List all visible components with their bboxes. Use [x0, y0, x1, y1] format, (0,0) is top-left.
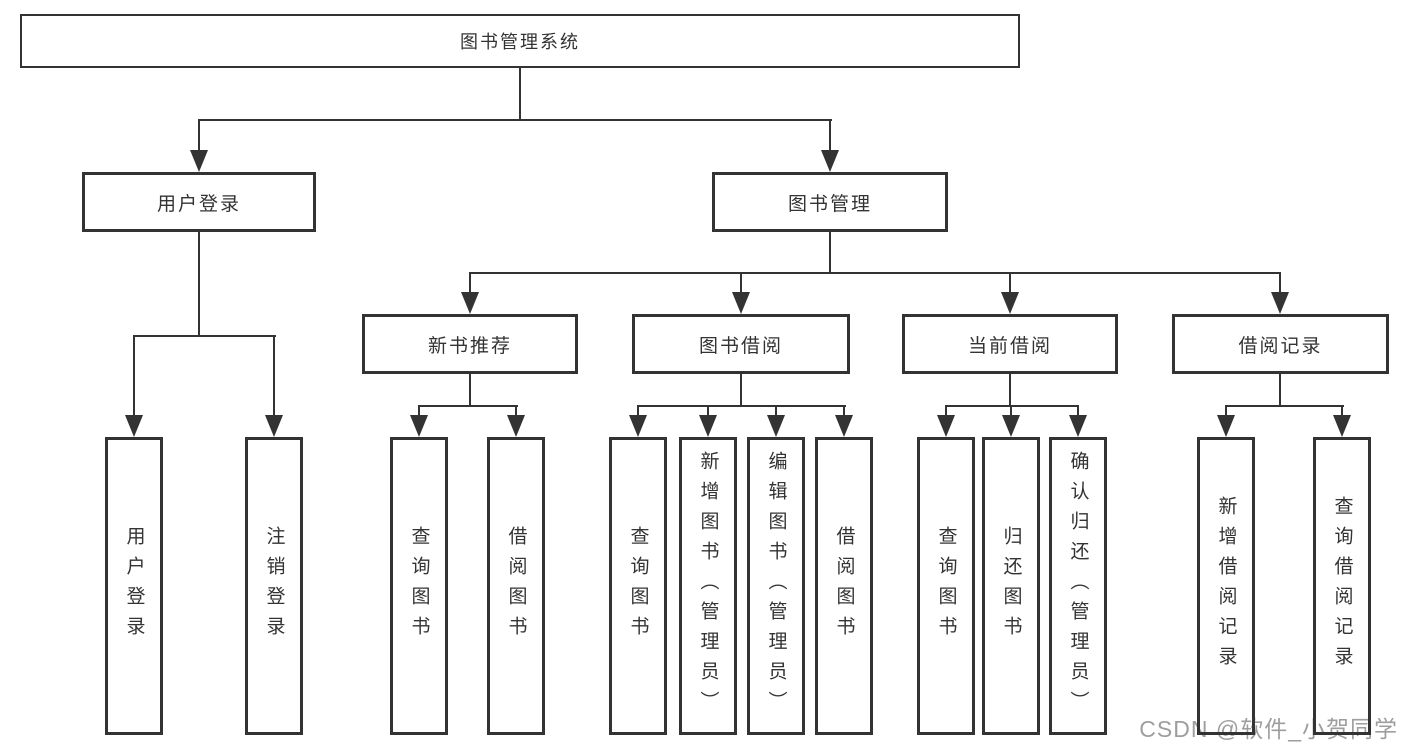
arrowhead-icon — [461, 292, 479, 314]
connector-line — [273, 335, 275, 416]
leaf-label: 查询图书 — [408, 526, 430, 646]
connector-line — [1009, 272, 1011, 293]
arrowhead-icon — [937, 415, 955, 437]
connector-line — [1341, 405, 1343, 416]
arrowhead-icon — [1333, 415, 1351, 437]
arrowhead-icon — [190, 150, 208, 172]
leaf-user-login: 用户登录 — [105, 437, 163, 735]
connector-line — [945, 405, 947, 416]
arrowhead-icon — [835, 415, 853, 437]
node-user-login: 用户登录 — [82, 172, 316, 232]
connector-line — [1009, 374, 1011, 407]
arrowhead-icon — [1001, 292, 1019, 314]
node-new-book-recommendation: 新书推荐 — [362, 314, 578, 374]
node-book-management: 图书管理 — [712, 172, 948, 232]
arrowhead-icon — [732, 292, 750, 314]
csdn-watermark: CSDN @软件_小贺同学 — [1139, 716, 1398, 742]
leaf-edit-books-admin: 编辑图书（管理员） — [747, 437, 805, 735]
leaf-return-books: 归还图书 — [982, 437, 1040, 735]
connector-line — [469, 272, 1281, 274]
leaf-label: 借阅图书 — [505, 526, 527, 646]
connector-line — [637, 405, 639, 416]
connector-line — [775, 405, 777, 416]
connector-line — [515, 405, 517, 416]
arrowhead-icon — [767, 415, 785, 437]
leaf-label: 注销登录 — [263, 526, 285, 646]
connector-line — [1279, 272, 1281, 293]
connector-line — [945, 405, 1079, 407]
connector-line — [133, 335, 276, 337]
connector-line — [1225, 405, 1344, 407]
connector-line — [1279, 374, 1281, 407]
connector-line — [418, 405, 518, 407]
leaf-label: 新增图书（管理员） — [697, 451, 719, 721]
leaf-label: 编辑图书（管理员） — [765, 451, 787, 721]
leaf-label: 新增借阅记录 — [1215, 496, 1237, 676]
leaf-label: 借阅图书 — [833, 526, 855, 646]
arrowhead-icon — [629, 415, 647, 437]
leaf-query-books-recommend: 查询图书 — [390, 437, 448, 735]
arrowhead-icon — [410, 415, 428, 437]
leaf-logout: 注销登录 — [245, 437, 303, 735]
connector-line — [1225, 405, 1227, 416]
connector-line — [637, 405, 846, 407]
connector-line — [198, 119, 832, 121]
arrowhead-icon — [265, 415, 283, 437]
connector-line — [133, 335, 135, 416]
leaf-borrow-books-borrowing: 借阅图书 — [815, 437, 873, 735]
leaf-label: 归还图书 — [1000, 526, 1022, 646]
leaf-label: 确认归还（管理员） — [1067, 451, 1089, 721]
node-book-borrowing: 图书借阅 — [632, 314, 850, 374]
node-borrowing-records: 借阅记录 — [1172, 314, 1389, 374]
leaf-query-books-current: 查询图书 — [917, 437, 975, 735]
leaf-query-borrow-record: 查询借阅记录 — [1313, 437, 1371, 735]
connector-line — [198, 232, 200, 336]
leaf-query-books-borrowing: 查询图书 — [609, 437, 667, 735]
connector-line — [469, 272, 471, 293]
leaf-label: 查询图书 — [627, 526, 649, 646]
connector-line — [829, 232, 831, 273]
arrowhead-icon — [1002, 415, 1020, 437]
arrowhead-icon — [1217, 415, 1235, 437]
arrowhead-icon — [125, 415, 143, 437]
node-library-management-system: 图书管理系统 — [20, 14, 1020, 68]
connector-line — [1077, 405, 1079, 416]
arrowhead-icon — [1069, 415, 1087, 437]
leaf-add-books-admin: 新增图书（管理员） — [679, 437, 737, 735]
arrowhead-icon — [821, 150, 839, 172]
connector-line — [198, 119, 200, 152]
connector-line — [740, 272, 742, 293]
connector-line — [740, 374, 742, 407]
connector-line — [519, 68, 521, 120]
connector-line — [843, 405, 845, 416]
connector-line — [707, 405, 709, 416]
leaf-label: 查询借阅记录 — [1331, 496, 1353, 676]
connector-line — [829, 119, 831, 152]
connector-line — [469, 374, 471, 407]
arrowhead-icon — [699, 415, 717, 437]
leaf-borrow-books-recommend: 借阅图书 — [487, 437, 545, 735]
arrowhead-icon — [507, 415, 525, 437]
leaf-confirm-return-admin: 确认归还（管理员） — [1049, 437, 1107, 735]
connector-line — [418, 405, 420, 416]
leaf-add-borrow-record: 新增借阅记录 — [1197, 437, 1255, 735]
node-current-borrowing: 当前借阅 — [902, 314, 1118, 374]
connector-line — [1010, 405, 1012, 416]
leaf-label: 查询图书 — [935, 526, 957, 646]
arrowhead-icon — [1271, 292, 1289, 314]
leaf-label: 用户登录 — [123, 526, 145, 646]
